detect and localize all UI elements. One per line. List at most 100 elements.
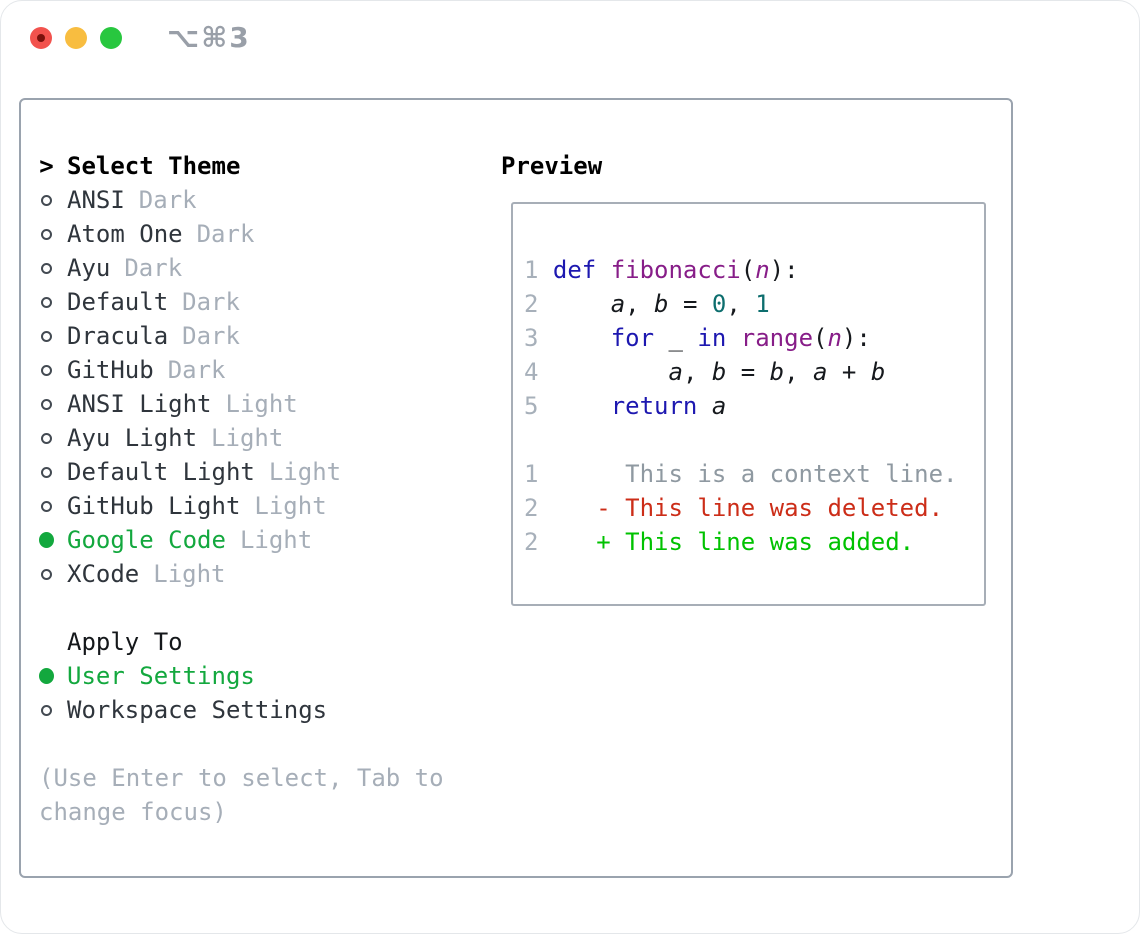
radio-icon [39,432,54,444]
code-token [697,392,711,420]
radio-icon [39,194,54,206]
code-token: ): [841,324,871,352]
blank-line [524,423,984,457]
code-token: in [697,324,727,352]
code-token: n [755,256,770,284]
line-number: 1 [524,460,539,488]
apply-to-user-settings[interactable]: User Settings [39,659,444,693]
radio-icon [39,296,54,308]
radio-icon [39,262,54,274]
keyboard-hint-line-2: change focus) [39,798,227,826]
code-token [553,358,669,386]
code-token: a [610,290,626,318]
code-token: b [870,358,886,386]
radio-icon [39,568,54,580]
code-token: , [625,290,655,318]
diff-added-line: 2 + This line was added. [524,525,984,559]
radio-icon [39,330,54,342]
radio-icon [39,228,54,240]
line-number: 1 [524,256,539,284]
line-number: 2 [524,494,539,522]
preview-title: Preview [501,152,603,180]
line-number: 5 [524,392,539,420]
radio-icon [39,704,54,716]
radio-selected-icon [39,668,54,684]
close-button[interactable] [30,27,52,49]
code-token: , [682,358,712,386]
code-token: fibonacci [610,256,741,284]
code-token: _ [654,324,698,352]
apply-to-workspace-settings[interactable]: Workspace Settings [39,693,444,727]
code-token: , [726,290,756,318]
code-line: 5 return a [524,389,984,423]
spacer [39,591,444,625]
theme-list-title: Select Theme [67,152,241,180]
code-token: = [668,290,712,318]
keyboard-hint-line-1: (Use Enter to select, Tab to [39,764,444,792]
code-token [553,324,611,352]
theme-list-header: > Select Theme [39,149,444,183]
code-line: 4 a, b = b, a + b [524,355,984,389]
code-token: b [654,290,669,318]
line-number: 2 [524,528,539,556]
apply-to-header: Apply To [39,625,444,659]
code-token: ): [769,256,799,284]
code-token: a [711,392,727,420]
code-token: b [711,358,727,386]
blank-line [524,219,984,253]
line-number: 2 [524,290,539,318]
code-token [553,494,596,522]
focus-caret-icon: > [39,152,54,180]
code-token: 0 [711,290,727,318]
line-number: 4 [524,358,539,386]
code-token: This is a context line. [552,460,958,488]
code-token: ( [813,324,828,352]
minimize-button[interactable] [65,27,87,49]
code-token: def [552,256,611,284]
code-token: + [827,358,871,386]
code-token: n [827,324,842,352]
code-token: = [726,358,770,386]
diff-context-line: 1 This is a context line. [524,457,984,491]
radio-icon [39,466,54,478]
window-title: ⌥⌘3 [167,21,251,54]
code-token: , [784,358,814,386]
apply-to-title: Apply To [67,628,183,656]
code-token [553,290,611,318]
radio-icon [39,500,54,512]
code-line: 1 def fibonacci(n): [524,253,984,287]
code-token: a [668,358,683,386]
code-token: a [813,358,828,386]
code-token: - This line was deleted. [596,494,944,522]
code-token [553,392,611,420]
code-token: return [610,392,698,420]
spacer [39,727,444,761]
code-line: 2 a, b = 0, 1 [524,287,984,321]
code-token: 1 [755,290,770,318]
code-token: + This line was added. [596,528,915,556]
radio-icon [39,398,54,410]
diff-deleted-line: 2 - This line was deleted. [524,491,984,525]
code-token: b [769,358,785,386]
code-line: 3 for _ in range(n): [524,321,984,355]
code-token: for [610,324,655,352]
zoom-button[interactable] [100,27,122,49]
code-token: ( [740,256,756,284]
code-token [553,528,596,556]
